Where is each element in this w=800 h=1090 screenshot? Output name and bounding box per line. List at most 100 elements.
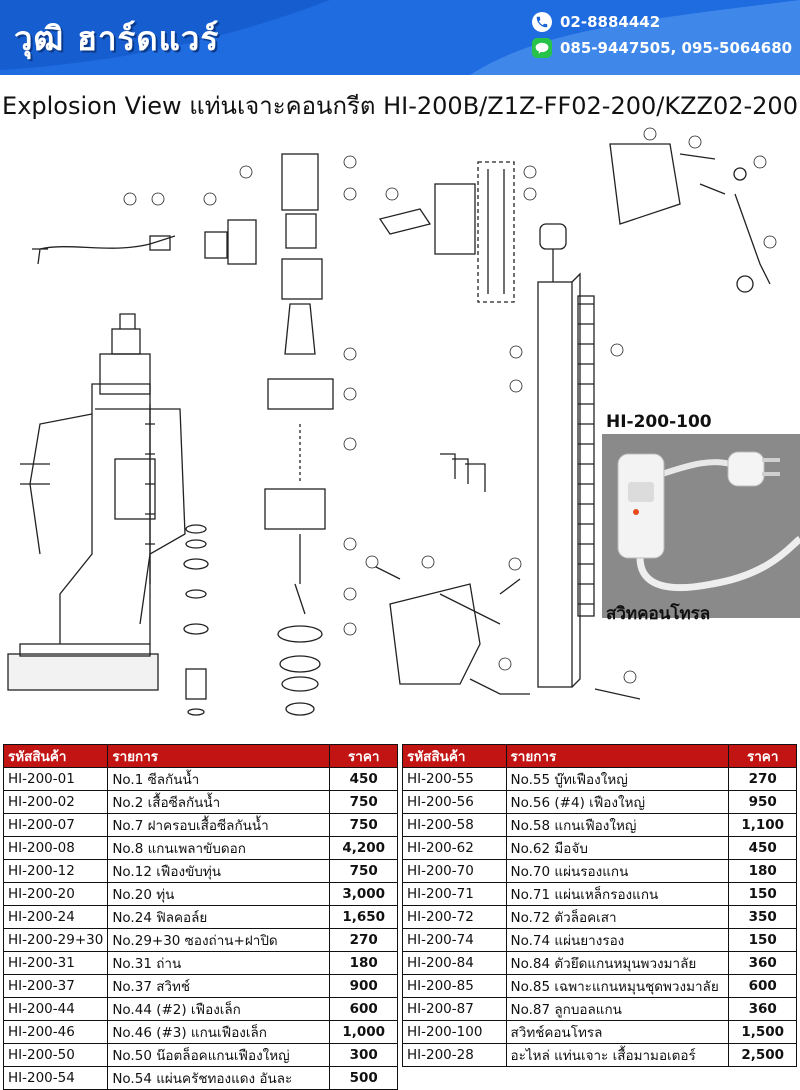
cell-code: HI-200-31 bbox=[2, 951, 109, 975]
cell-price: 1,100 bbox=[728, 813, 797, 837]
cell-price: 750 bbox=[329, 859, 398, 883]
cell-price: 300 bbox=[329, 1043, 398, 1067]
line-numbers: 085-9447505, 095-5064680 bbox=[560, 39, 793, 57]
cell-code: HI-200-74 bbox=[402, 928, 507, 952]
header-price: ราคา bbox=[728, 744, 797, 768]
cell-item: No.20 ทุ่น bbox=[107, 882, 331, 906]
cell-item: No.74 แผ่นยางรอง bbox=[505, 928, 730, 952]
cell-item: No.24 ฟิลคอล์ย bbox=[107, 905, 331, 929]
cell-code: HI-200-87 bbox=[402, 997, 507, 1021]
cell-code: HI-200-54 bbox=[2, 1066, 109, 1090]
base-bracket-illustration bbox=[369, 563, 641, 700]
cell-code: HI-200-62 bbox=[402, 836, 507, 860]
drill-stand-illustration bbox=[7, 313, 186, 691]
cell-item: No.58 แกนเฟืองใหญ่ bbox=[505, 813, 730, 837]
cell-item: No.62 มือจับ bbox=[505, 836, 730, 860]
cell-code: HI-200-12 bbox=[2, 859, 109, 883]
cell-price: 350 bbox=[728, 905, 797, 929]
gearbox-illustration bbox=[609, 143, 771, 293]
cell-code: HI-200-58 bbox=[402, 813, 507, 837]
cell-item: No.55 บู๊ทเฟืองใหญ่ bbox=[505, 767, 730, 791]
cell-price: 180 bbox=[329, 951, 398, 975]
cell-code: HI-200-08 bbox=[2, 836, 109, 860]
cell-price: 600 bbox=[728, 974, 797, 998]
photo-label: HI-200-100 bbox=[606, 412, 712, 432]
cell-price: 360 bbox=[728, 997, 797, 1021]
control-switch-image bbox=[602, 434, 800, 618]
cell-price: 950 bbox=[728, 790, 797, 814]
cell-item: No.37 สวิทช์ bbox=[107, 974, 331, 998]
line-app-icon bbox=[532, 38, 552, 58]
photo-caption: สวิทคอนโทรล bbox=[606, 604, 711, 624]
header-item: รายการ bbox=[107, 744, 331, 768]
cell-item: No.50 น๊อตล็อคแกนเฟืองใหญ่ bbox=[107, 1043, 331, 1067]
cell-code: HI-200-70 bbox=[402, 859, 507, 883]
cell-code: HI-200-02 bbox=[2, 790, 109, 814]
table-header-row: รหัสสินค้า รายการ ราคา bbox=[2, 744, 398, 768]
phone-number: 02-8884442 bbox=[560, 13, 661, 31]
cell-code: HI-200-20 bbox=[2, 882, 109, 906]
cell-code: HI-200-37 bbox=[2, 974, 109, 998]
cell-item: No.12 เฟืองขับทุ่น bbox=[107, 859, 331, 883]
cell-price: 600 bbox=[329, 997, 398, 1021]
cable-assembly-illustration bbox=[32, 219, 257, 265]
cell-item: อะไหล่ แท่นเจาะ เสื้อมามอเตอร์ bbox=[505, 1043, 730, 1067]
cell-price: 750 bbox=[329, 790, 398, 814]
cell-code: HI-200-01 bbox=[2, 767, 109, 791]
exploded-view-diagram bbox=[7, 127, 777, 716]
cell-item: No.70 แผ่นรองแกน bbox=[505, 859, 730, 883]
line-contact: 085-9447505, 095-5064680 bbox=[532, 38, 792, 58]
cell-code: HI-200-28 bbox=[402, 1043, 507, 1067]
page-title: Explosion View แท่นเจาะคอนกรีต HI-200B/Z… bbox=[2, 92, 798, 120]
phone-contact: 02-8884442 bbox=[532, 12, 660, 32]
motor-assembly-illustration bbox=[264, 153, 334, 716]
cell-price: 360 bbox=[728, 951, 797, 975]
cell-code: HI-200-07 bbox=[2, 813, 109, 837]
cell-price: 900 bbox=[329, 974, 398, 998]
cell-price: 270 bbox=[728, 767, 797, 791]
cell-price: 3,000 bbox=[329, 882, 398, 906]
cell-code: HI-200-71 bbox=[402, 882, 507, 906]
cell-price: 1,650 bbox=[329, 905, 398, 929]
header-code: รหัสสินค้า bbox=[2, 744, 109, 768]
cell-code: HI-200-84 bbox=[402, 951, 507, 975]
cell-item: No.84 ตัวยึดแกนหมุนพวงมาลัย bbox=[505, 951, 730, 975]
handle-bracket-illustration bbox=[378, 161, 515, 303]
cell-price: 1,000 bbox=[329, 1020, 398, 1044]
cell-item: No.54 แผ่นครัชทองแดง อันละ bbox=[107, 1066, 331, 1090]
cell-item: สวิทช์คอนโทรล bbox=[505, 1020, 730, 1044]
cell-item: No.56 (#4) เฟืองใหญ่ bbox=[505, 790, 730, 814]
cell-code: HI-200-56 bbox=[402, 790, 507, 814]
cell-code: HI-200-55 bbox=[402, 767, 507, 791]
cell-price: 150 bbox=[728, 928, 797, 952]
cell-code: HI-200-46 bbox=[2, 1020, 109, 1044]
cell-item: No.31 ถ่าน bbox=[107, 951, 331, 975]
cell-price: 450 bbox=[728, 836, 797, 860]
gear-stack-illustration bbox=[183, 524, 209, 716]
header-price: ราคา bbox=[329, 744, 398, 768]
cell-item: No.72 ตัวล็อคเสา bbox=[505, 905, 730, 929]
